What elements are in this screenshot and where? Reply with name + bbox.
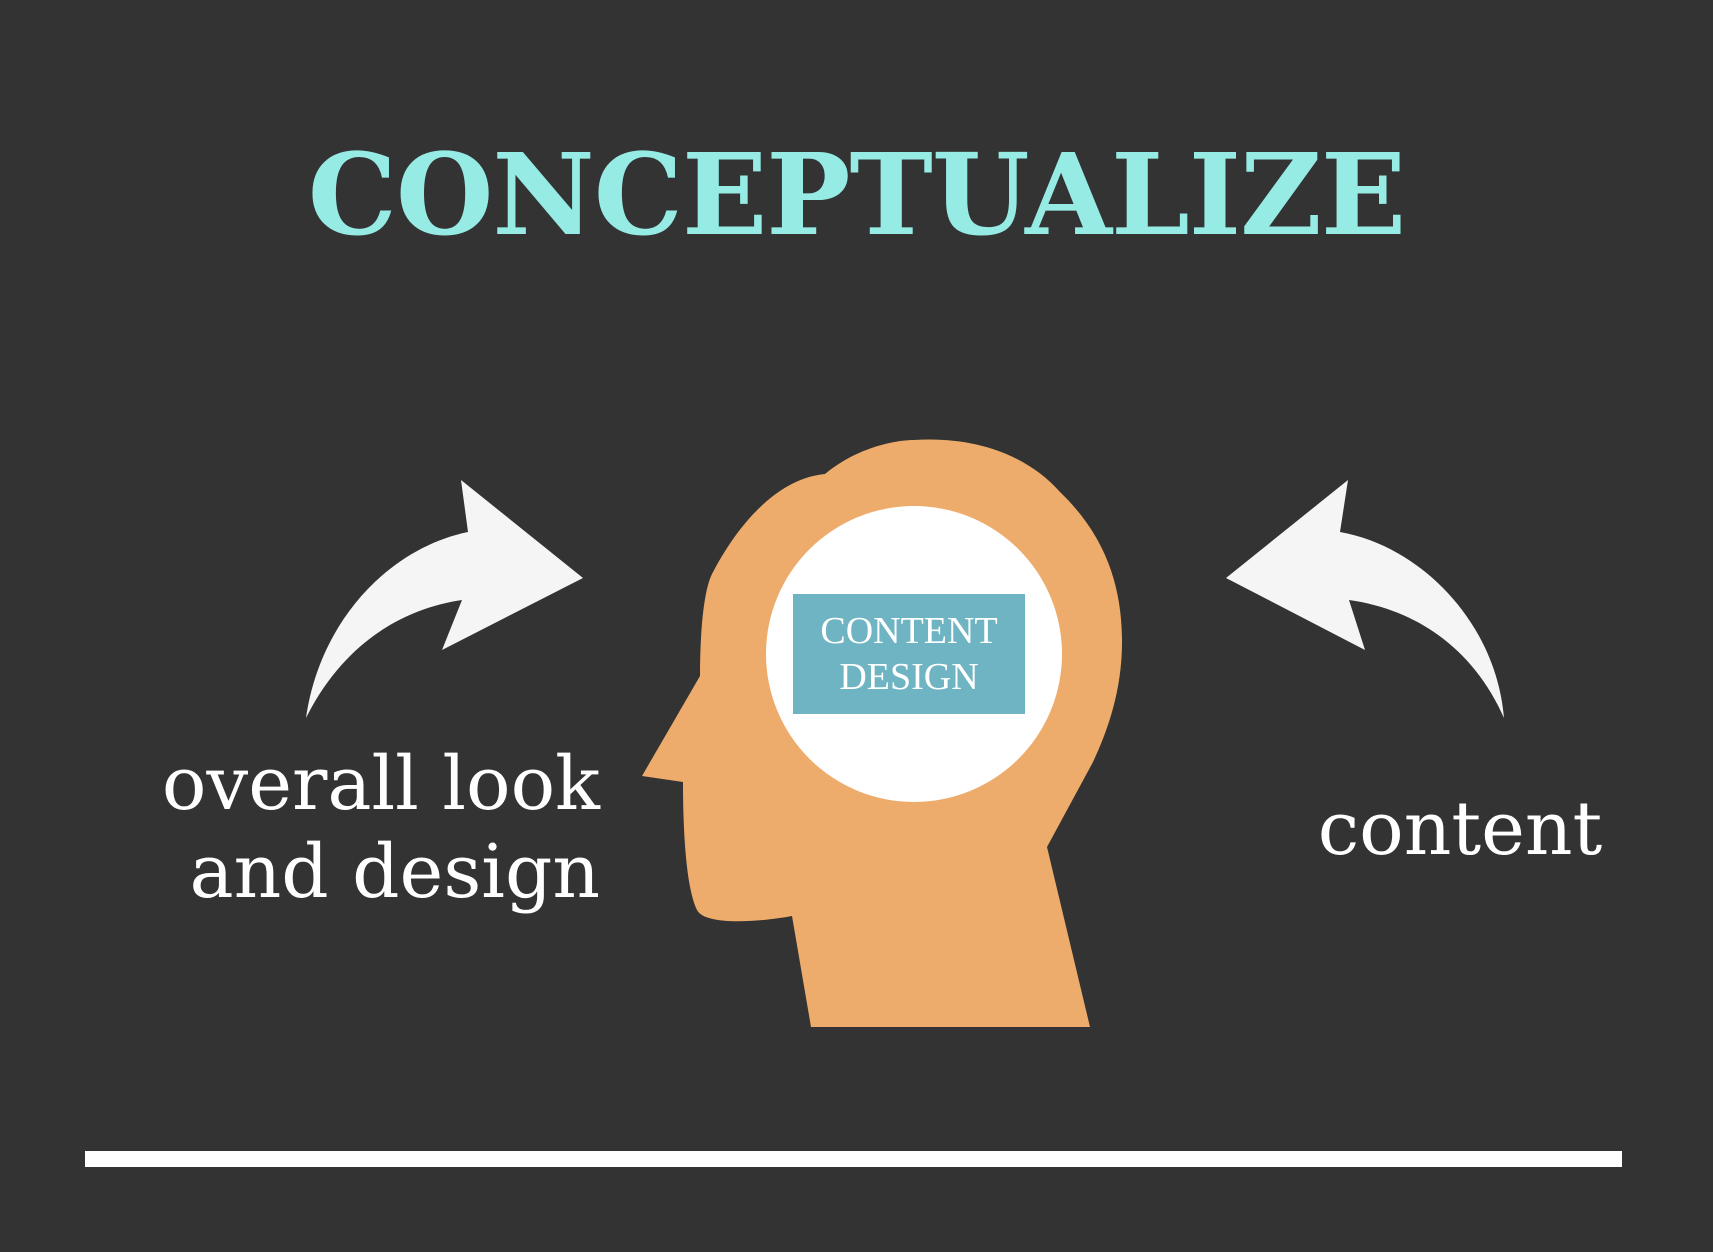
content-design-line1: CONTENT xyxy=(820,610,998,652)
content-design-box: CONTENT DESIGN xyxy=(793,594,1025,714)
curved-arrow-left-icon xyxy=(1226,480,1504,718)
left-caption-line2: and design xyxy=(189,829,600,915)
right-caption: content xyxy=(1317,786,1603,872)
curved-arrow-right-icon xyxy=(306,480,583,718)
bottom-divider xyxy=(85,1151,1622,1167)
page-title: CONCEPTUALIZE xyxy=(307,130,1407,261)
left-caption: overall look and design xyxy=(60,740,600,916)
left-caption-line1: overall look xyxy=(161,741,600,827)
content-design-line2: DESIGN xyxy=(839,656,979,698)
